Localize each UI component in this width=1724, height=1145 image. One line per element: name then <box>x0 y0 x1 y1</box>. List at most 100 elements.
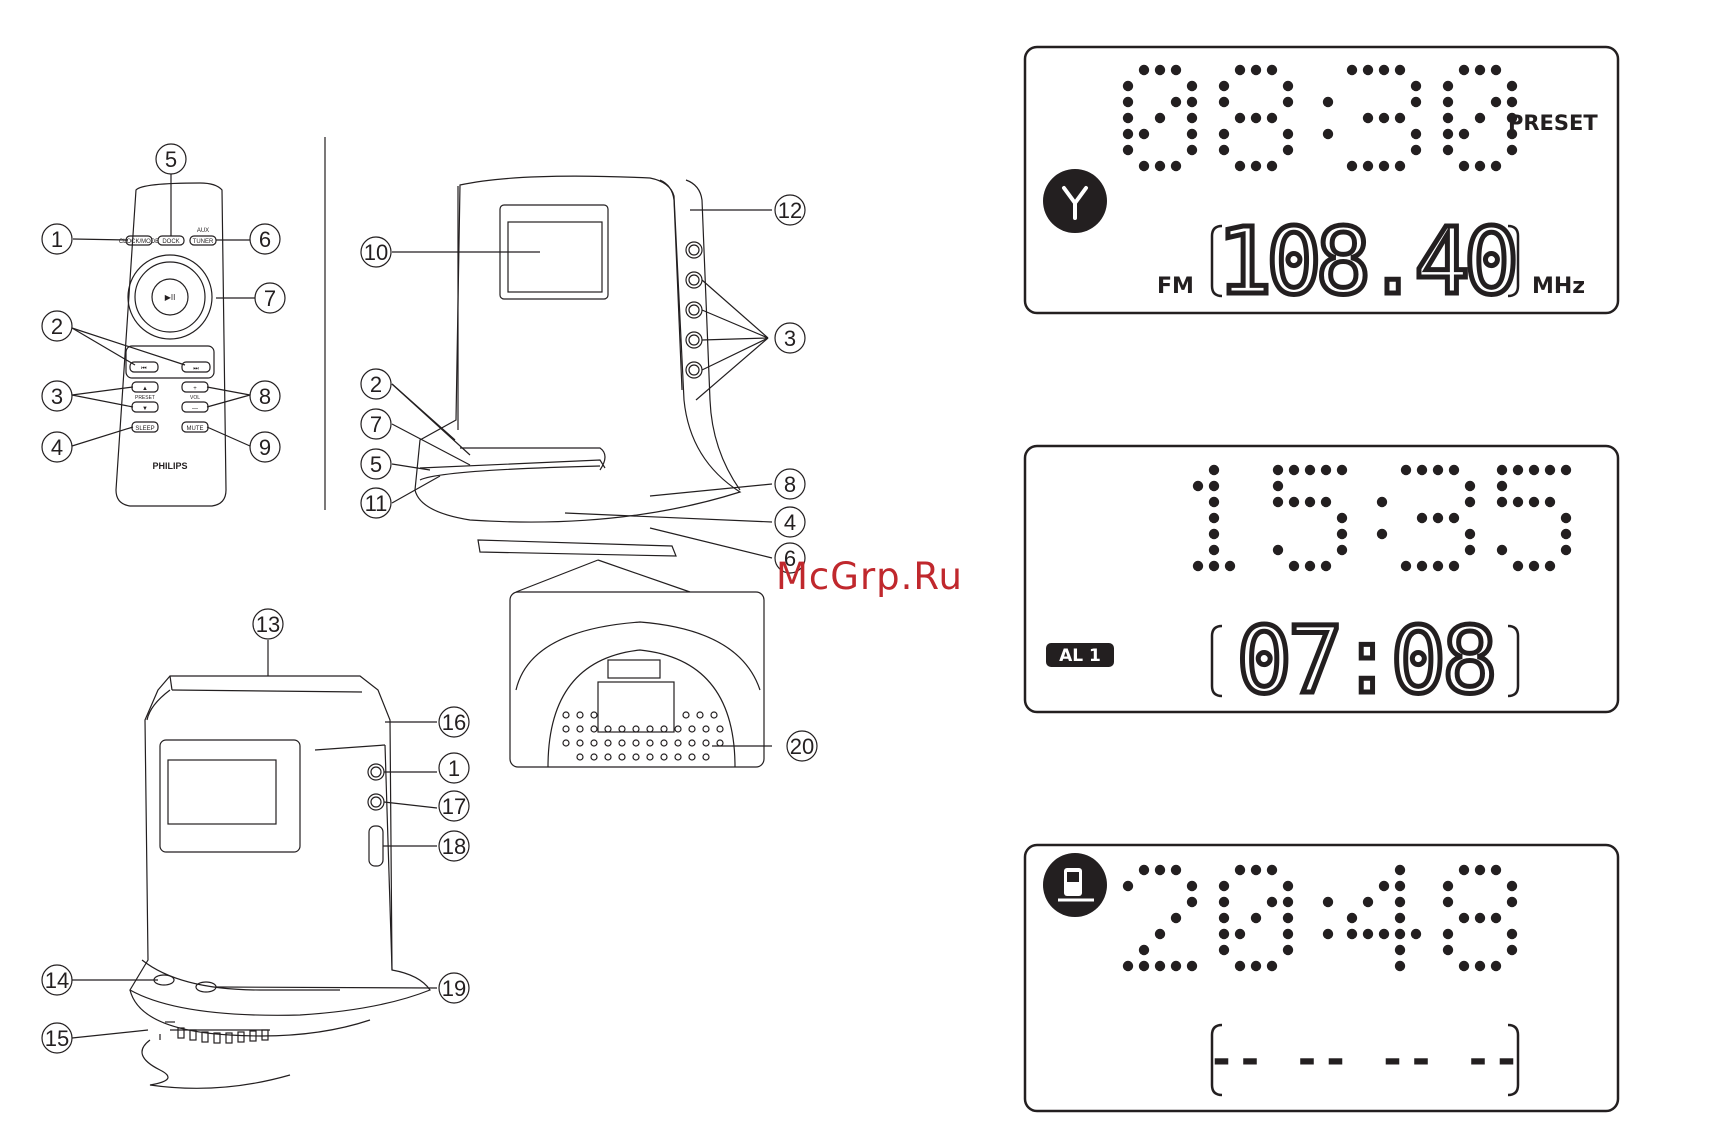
svg-text:6: 6 <box>259 227 271 252</box>
lcd-dot <box>1219 881 1229 891</box>
lcd-dot <box>1283 81 1293 91</box>
lcd-dot <box>1401 465 1411 475</box>
lcd-dot <box>1395 961 1405 971</box>
svg-text:3: 3 <box>784 326 796 351</box>
lcd-dot <box>1475 113 1485 123</box>
lcd-colon-dot <box>1323 929 1333 939</box>
lcd-dot <box>1459 865 1469 875</box>
lcd-dot <box>1411 145 1421 155</box>
lcd-dot <box>1379 113 1389 123</box>
callout-back-19: 19 <box>439 973 469 1003</box>
lcd-dot <box>1139 865 1149 875</box>
lcd-dot <box>1475 913 1485 923</box>
lcd-dot <box>1443 145 1453 155</box>
lcd-dot <box>1187 113 1197 123</box>
lcd-dot <box>1545 465 1555 475</box>
lcd-dot <box>1219 929 1229 939</box>
lcd-dot <box>1475 961 1485 971</box>
lcd-dot <box>1497 465 1507 475</box>
callout-front-11: 11 <box>361 488 391 518</box>
lcd-dot <box>1283 897 1293 907</box>
key-sleep: SLEEP <box>135 426 154 432</box>
lcd-dot <box>1235 865 1245 875</box>
lcd-dot <box>1443 929 1453 939</box>
lcd-dot <box>1305 497 1315 507</box>
svg-text:5: 5 <box>165 147 177 172</box>
lcd-dot <box>1443 81 1453 91</box>
lcd-dot <box>1337 465 1347 475</box>
lcd-dot <box>1155 65 1165 75</box>
lcd-dot <box>1123 881 1133 891</box>
svg-text:7: 7 <box>264 286 276 311</box>
lcd-dot <box>1443 97 1453 107</box>
lcd-dot <box>1443 897 1453 907</box>
lcd-dot <box>1417 513 1427 523</box>
key-preset: PRESET <box>135 395 155 401</box>
lcd-dot <box>1155 865 1165 875</box>
lcd-dot <box>1209 497 1219 507</box>
lcd-dot <box>1235 161 1245 171</box>
callout-9: 9 <box>250 432 280 462</box>
svg-text:5: 5 <box>370 452 382 477</box>
callout-back-17: 17 <box>439 791 469 821</box>
lcd-dot <box>1305 465 1315 475</box>
front-view <box>415 176 740 556</box>
lcd-dot <box>1497 481 1507 491</box>
callout-front-2: 2 <box>361 369 391 399</box>
lcd-dot <box>1219 97 1229 107</box>
svg-text:9: 9 <box>259 435 271 460</box>
callout-5: 5 <box>156 144 186 174</box>
lcd-dot <box>1209 545 1219 555</box>
lcd-dot <box>1497 545 1507 555</box>
callout-3: 3 <box>42 381 72 411</box>
lcd-dot <box>1443 129 1453 139</box>
lcd-dot <box>1363 113 1373 123</box>
callout-front-4: 4 <box>775 507 805 537</box>
callout-back-13: 13 <box>253 609 283 639</box>
key-dock: DOCK <box>162 239 179 245</box>
frequency-readout: 108.40 <box>1217 208 1514 315</box>
lcd-dot <box>1193 481 1203 491</box>
lcd-dot <box>1235 961 1245 971</box>
lcd-panel-1: PRESET FM MHz 108.40 <box>1025 47 1618 315</box>
key-vol-up: + <box>193 386 197 392</box>
lcd-dot <box>1235 113 1245 123</box>
lcd-dot <box>1193 561 1203 571</box>
lcd-dot <box>1395 161 1405 171</box>
lcd-dot <box>1449 513 1459 523</box>
lcd-dot <box>1379 161 1389 171</box>
remote-brand: PHILIPS <box>152 461 187 471</box>
lcd-dot <box>1123 145 1133 155</box>
front-leaders <box>392 210 772 746</box>
watermark: McGrp.Ru <box>776 555 963 598</box>
lcd-dot <box>1251 961 1261 971</box>
lcd-dot <box>1321 497 1331 507</box>
preset-label: PRESET <box>1508 111 1598 135</box>
band-label: FM <box>1157 274 1194 299</box>
lcd-dot <box>1545 561 1555 571</box>
lcd-dot <box>1139 961 1149 971</box>
dot-matrix-time-3 <box>1123 865 1517 971</box>
lcd-dot <box>1529 497 1539 507</box>
lcd-dot <box>1529 465 1539 475</box>
lcd-dot <box>1283 129 1293 139</box>
lcd-dot <box>1491 913 1501 923</box>
lcd-dot <box>1289 465 1299 475</box>
back-view <box>130 676 430 1088</box>
lcd-colon-dot <box>1323 129 1333 139</box>
lcd-dot <box>1171 961 1181 971</box>
lcd-dot <box>1305 561 1315 571</box>
lcd-dot <box>1123 961 1133 971</box>
zoom-inset <box>510 560 764 767</box>
lcd-dot <box>1209 481 1219 491</box>
lcd-dot <box>1267 113 1277 123</box>
lcd-dot <box>1251 65 1261 75</box>
callout-2: 2 <box>42 311 72 341</box>
lcd-dot <box>1417 465 1427 475</box>
callout-back-14: 14 <box>42 965 72 995</box>
lcd-dot <box>1273 497 1283 507</box>
lcd-dot <box>1465 529 1475 539</box>
lcd-dot <box>1561 465 1571 475</box>
callout-back-18: 18 <box>439 831 469 861</box>
lcd-dot <box>1139 65 1149 75</box>
